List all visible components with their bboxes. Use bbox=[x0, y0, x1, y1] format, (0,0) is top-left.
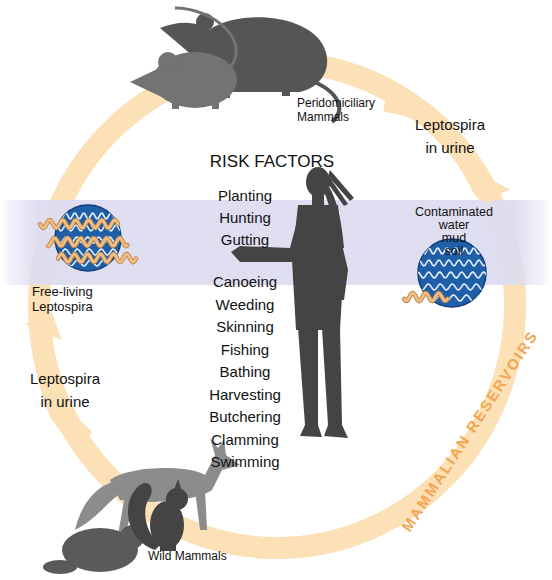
squirrel-head bbox=[166, 488, 188, 510]
mouse-leg bbox=[212, 100, 219, 109]
leptospira-outline bbox=[58, 254, 136, 262]
risk-factor: Hunting bbox=[185, 209, 305, 227]
risk-factor: Skinning bbox=[185, 318, 305, 336]
arrow-head bbox=[475, 171, 511, 200]
mammal-group: Peridomiciliary Mammals bbox=[135, 2, 385, 127]
edge-label: Leptospira in urine bbox=[25, 367, 105, 413]
risk-factor: Butchering bbox=[185, 408, 305, 426]
rat-leg bbox=[282, 84, 290, 96]
reservoir-circle: Contaminated water mud soil bbox=[410, 200, 498, 310]
leptospira-squiggle bbox=[50, 260, 125, 266]
edge-label: Leptospira in urine bbox=[410, 113, 490, 159]
leptospira-circle: Free-living Leptospira bbox=[28, 200, 124, 312]
leptospira-squiggle bbox=[40, 220, 118, 228]
leptospira-outline bbox=[40, 220, 118, 228]
human-leg bbox=[322, 328, 348, 438]
leptospira-outline bbox=[404, 293, 448, 301]
risk-factor: Planting bbox=[185, 187, 305, 205]
node-label: Peridomiciliary Mammals bbox=[297, 96, 385, 124]
human-leg bbox=[298, 328, 322, 437]
risk-factor: Gutting bbox=[185, 231, 305, 249]
leptospira-squiggle bbox=[413, 272, 491, 278]
leptospira-squiggle bbox=[50, 213, 125, 218]
mouse-tail bbox=[175, 8, 236, 68]
beaver-tail bbox=[43, 560, 77, 574]
node-label: Contaminated water mud soil bbox=[410, 206, 498, 258]
urine-transmission-arrow bbox=[385, 101, 510, 200]
leptospira-squiggle bbox=[413, 260, 491, 266]
risk-factor: Canoeing bbox=[185, 273, 305, 291]
node-label: Free-living Leptospira bbox=[32, 284, 112, 314]
human-arm bbox=[328, 210, 348, 300]
mammal-group: Wild Mammals bbox=[60, 440, 235, 575]
leptospira-squiggle bbox=[58, 254, 136, 262]
node-label: Wild Mammals bbox=[148, 549, 227, 563]
human-neck bbox=[312, 194, 324, 206]
risk-factor: Swimming bbox=[185, 453, 305, 471]
leptospira-squiggle bbox=[404, 293, 448, 301]
risk-factor: Weeding bbox=[185, 296, 305, 314]
connector-band bbox=[385, 101, 492, 191]
list-heading: RISK FACTORS bbox=[182, 152, 362, 172]
leptospira-outline bbox=[48, 238, 128, 246]
leptospira-squiggle bbox=[50, 237, 125, 243]
risk-factor: Harvesting bbox=[185, 386, 305, 404]
mouse-ear bbox=[158, 52, 178, 72]
mouse-leg bbox=[172, 100, 179, 109]
leptospira-squiggle bbox=[413, 284, 491, 290]
bacteria-circle-art bbox=[31, 181, 145, 295]
fox-tail bbox=[75, 482, 118, 530]
leptospira-squiggle bbox=[48, 238, 128, 246]
risk-factor: Bathing bbox=[185, 363, 305, 381]
squirrel-ear bbox=[174, 479, 182, 491]
risk-factor: Fishing bbox=[185, 341, 305, 359]
ring-label: MAMMALIAN RESERVOIRS bbox=[392, 317, 549, 545]
leptospira-squiggle bbox=[50, 225, 125, 231]
arrow-head bbox=[25, 312, 62, 340]
risk-factor: Clamming bbox=[185, 431, 305, 449]
fox-leg bbox=[195, 490, 207, 530]
